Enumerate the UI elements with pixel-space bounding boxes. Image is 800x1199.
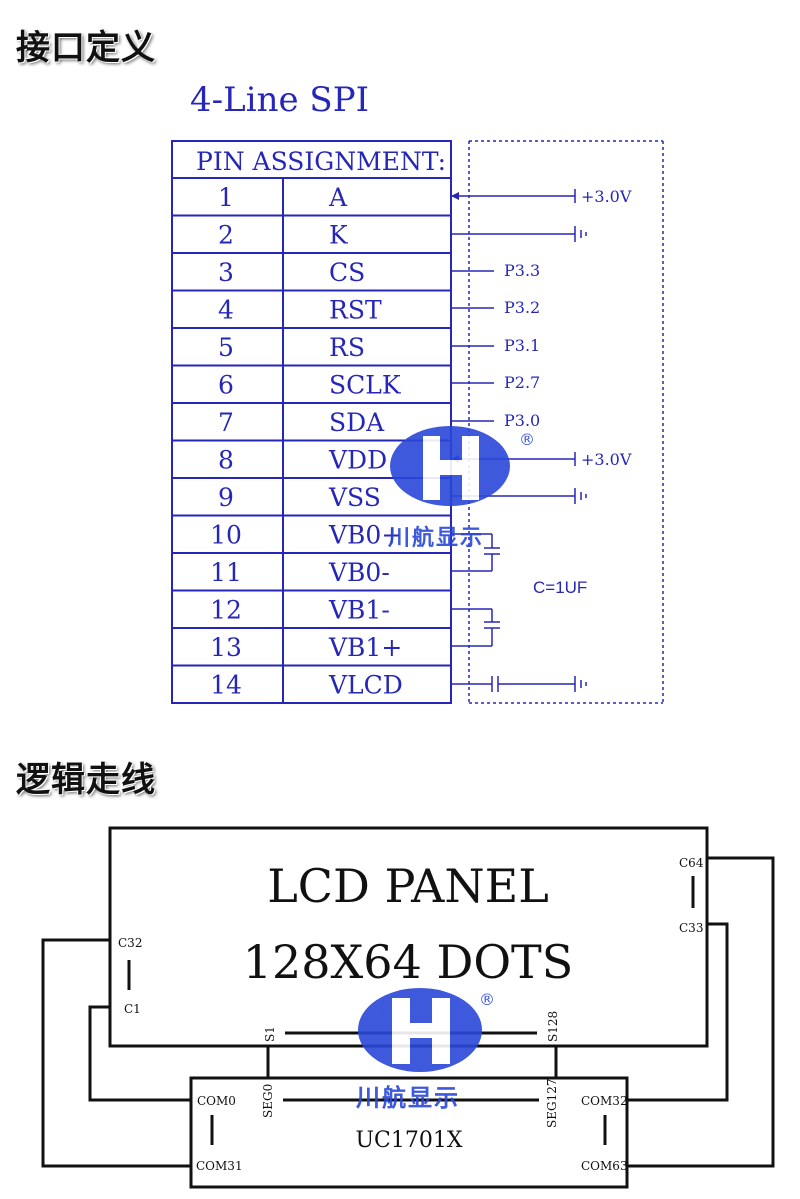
pin-name: VLCD xyxy=(328,671,403,700)
label-c32: C32 xyxy=(118,936,142,950)
pin-name: VB0+ xyxy=(328,521,402,550)
label-com32: COM32 xyxy=(581,1094,628,1108)
label-com0: COM0 xyxy=(197,1094,236,1108)
label-p31: P3.1 xyxy=(504,336,540,355)
pin-name: VB1- xyxy=(328,596,390,625)
logo-h-icon xyxy=(392,998,450,1064)
pin-number: 5 xyxy=(218,333,234,362)
heading-logic: 逻辑走线 xyxy=(16,760,156,800)
logo-text: 川航显示 xyxy=(356,1084,460,1112)
label-p30: P3.0 xyxy=(504,411,540,430)
pin-number: 12 xyxy=(210,596,242,625)
logo-text: 川航显示 xyxy=(387,525,484,551)
pin-name: VB1+ xyxy=(328,633,402,662)
label-c33: C33 xyxy=(679,921,703,935)
pin-number: 6 xyxy=(218,371,234,400)
pin-number: 7 xyxy=(218,408,234,437)
pin-number: 4 xyxy=(218,296,234,325)
watermark-logo-top: ® 川航显示 xyxy=(387,426,535,551)
pin-name: VDD xyxy=(328,446,387,475)
table-header: PIN ASSIGNMENT: xyxy=(196,147,446,176)
pin-number: 1 xyxy=(218,183,234,212)
watermark-logo-bottom: ® 川航显示 xyxy=(356,988,495,1112)
pin-number: 14 xyxy=(210,671,242,700)
spi-diagram: 4-Line SPI PIN ASSIGNMENT: 1 A 2 K 3 CS 4 RST 5 R… xyxy=(171,80,664,704)
label-seg0: SEG0 xyxy=(261,1084,275,1118)
panel-dots: 128X64 DOTS xyxy=(243,935,574,989)
pin-number: 3 xyxy=(218,258,234,287)
heading-interface: 接口定义 xyxy=(16,28,156,68)
label-p33: P3.3 xyxy=(504,261,540,280)
ic-box xyxy=(189,1076,629,1189)
pin-table-frame xyxy=(171,140,452,704)
pin-name: CS xyxy=(329,258,365,287)
spi-wiring xyxy=(451,189,587,692)
logo-h-icon xyxy=(423,436,479,500)
logo-reg-mark: ® xyxy=(519,430,535,449)
label-p32: P3.2 xyxy=(504,298,540,317)
pin-name: A xyxy=(328,183,348,212)
label-v8: +3.0V xyxy=(581,450,632,469)
pin-number: 9 xyxy=(218,483,234,512)
logic-diagram: LCD PANEL 128X64 DOTS UC1701X xyxy=(41,826,775,1189)
routing-wires xyxy=(41,856,775,1168)
pin-number: 8 xyxy=(218,446,234,475)
arrow-pin1 xyxy=(451,192,459,200)
label-com63: COM63 xyxy=(581,1159,628,1173)
label-s1: S1 xyxy=(263,1026,277,1042)
pin-name: VSS xyxy=(328,483,381,512)
pin-name: SDA xyxy=(329,408,385,437)
label-p27: P2.7 xyxy=(504,373,540,392)
ic-name: UC1701X xyxy=(355,1128,462,1153)
dashed-frame xyxy=(469,140,664,704)
pin-number: 13 xyxy=(210,633,242,662)
logo-reg-mark: ® xyxy=(479,990,495,1009)
arrowheads xyxy=(451,192,459,463)
label-com31: COM31 xyxy=(196,1159,243,1173)
pin-number: 10 xyxy=(210,521,242,550)
label-c64: C64 xyxy=(679,856,704,870)
pin-name: RST xyxy=(329,296,382,325)
pin-name: SCLK xyxy=(329,371,402,400)
label-seg127: SEG127 xyxy=(545,1079,559,1128)
label-c1: C1 xyxy=(124,1002,141,1016)
spi-title: 4-Line SPI xyxy=(190,80,369,120)
label-s128: S128 xyxy=(546,1011,560,1042)
pin-name: K xyxy=(329,221,349,250)
label-v1: +3.0V xyxy=(581,187,632,206)
panel-title: LCD PANEL xyxy=(267,859,549,913)
pin-name: RS xyxy=(329,333,365,362)
pin-number: 2 xyxy=(218,221,234,250)
pin-number: 11 xyxy=(210,558,242,587)
pin-name: VB0- xyxy=(328,558,390,587)
label-cap: C=1UF xyxy=(533,578,587,597)
